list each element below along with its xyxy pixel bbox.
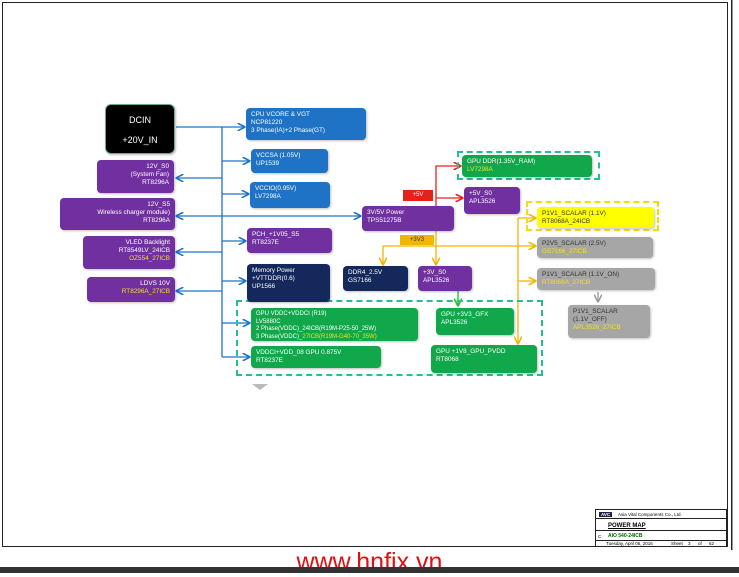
text: 3 Phase(IA)+2 Phase(GT) <box>251 127 326 134</box>
company-name: Asia Vital Components Co., Ltd. <box>618 512 682 517</box>
12v-s0-block: 12V_S0(System Fan)RT8296A <box>97 160 174 193</box>
text: VDDCI+VDD_08 GPU 0.875V <box>256 349 342 356</box>
text: P1V1_SCALAR <box>573 308 618 315</box>
text: P2V5_SCALAR (2.5V) <box>542 240 606 247</box>
drawing-frame <box>2 2 728 547</box>
text: GS7166_27ICB <box>542 248 587 255</box>
text: RT8068 <box>436 356 459 363</box>
text: LV7298A <box>255 193 281 200</box>
text: PCH_+1V05_S5 <box>252 231 300 238</box>
text: 27ICB(R19M-G40-70_35W) <box>302 333 377 340</box>
text: 12V_S0 <box>146 163 169 170</box>
sheet-title: POWER MAP <box>608 523 646 529</box>
scalar-group <box>526 201 659 231</box>
text: NCP81220 <box>251 119 283 126</box>
text: UP1539 <box>256 160 280 167</box>
text: VCCIO(0.95V) <box>255 185 297 192</box>
text: GPU VDDC+VDDCI (R19) <box>256 311 327 317</box>
text: RT8549LV_24ICB <box>118 247 170 254</box>
text: LV7298A <box>467 166 493 173</box>
avc-logo: AVC <box>599 512 613 517</box>
text: (1.1V_OFF) <box>573 316 607 323</box>
text: P1V1_SCALAR (1.1V_ON) <box>542 271 620 278</box>
text: 3 Phase(VDDC)_ <box>256 333 303 340</box>
text: RT8237E <box>256 357 283 364</box>
gpu-ddr-block: GPU DDR(1.35V_RAM)LV7298A <box>462 155 592 177</box>
date: Tuesday, April 05, 2016 <box>606 541 653 546</box>
text: RT8296A <box>143 217 170 224</box>
p2v5-scalar-block: P2V5_SCALAR (2.5V)GS7166_27ICB <box>537 237 653 258</box>
sheet-count: 62 <box>709 541 715 546</box>
3v3-rail-label: +3V3 <box>400 235 434 245</box>
page-marker-triangle <box>252 384 268 390</box>
text: +3V_S0 <box>423 269 446 276</box>
text: RT8296A <box>142 179 169 186</box>
text: (System Fan) <box>130 171 169 178</box>
text: RT8296A_27ICB <box>121 288 170 295</box>
dcin-label: DCIN <box>129 115 151 125</box>
text: GS7166 <box>348 277 372 284</box>
text: VLED Backlight <box>125 239 170 246</box>
gpu-power-group <box>236 300 543 376</box>
sheet-label: Sheet <box>671 541 683 546</box>
bottom-bar <box>0 567 739 573</box>
title-block: AVC Asia Vital Components Co., Ltd. POWE… <box>595 509 727 547</box>
text: RT8068A_27ICB <box>542 279 591 286</box>
text: RT8237E <box>252 239 279 246</box>
of-label: of <box>698 541 702 546</box>
text: CPU VCORE & VGT <box>251 111 310 118</box>
text: VCCSA (1.05V) <box>256 152 301 159</box>
text: APL3526 <box>469 198 496 205</box>
p1v1-scalar-block: P1V1_SCALAR (1.1V)RT8068A_24ICB <box>537 207 654 228</box>
gpu-ddr-group <box>457 151 600 180</box>
text: Wireless charger module) <box>97 209 170 216</box>
dcin-voltage: +20V_IN <box>122 135 158 145</box>
text: GPU +1V8_GPU_PVDD <box>436 348 506 355</box>
text: GPU DDR(1.35V_RAM) <box>467 158 536 165</box>
text: LV5880C <box>256 318 281 325</box>
p1v1-on-block: P1V1_SCALAR (1.1V_ON)RT8068A_27ICB <box>537 268 655 290</box>
text: TPS51275B <box>367 217 402 224</box>
frame-edge <box>731 0 733 550</box>
document-number: AIO 540-24ICB <box>608 533 643 539</box>
text: 3V/5V Power <box>367 209 405 216</box>
text: RT8068A_24ICB <box>542 218 591 225</box>
text: UP1566 <box>252 283 276 290</box>
text: Memory Power <box>252 267 295 274</box>
text: LDVS 10V <box>140 280 170 287</box>
text: OZ554_27ICB <box>129 255 170 262</box>
vccsa-block: VCCSA (1.05V)UP1539 <box>251 149 328 173</box>
size: C <box>598 534 602 539</box>
text: APL3526_27ICB <box>573 324 621 331</box>
memory-power-block: Memory Power+VTTDDR(0.6)UP1566 <box>247 264 330 302</box>
text: APL3526 <box>423 277 450 284</box>
dcin-block: DCIN +20V_IN <box>105 104 175 154</box>
text: +5V_S0 <box>469 190 492 197</box>
5v-rail-label: +5V <box>403 190 433 201</box>
sheet-number: 3 <box>688 541 691 546</box>
text: +VTTDDR(0.6) <box>252 275 295 282</box>
text: APL3526 <box>441 319 468 326</box>
text: 12V_S5 <box>147 201 170 208</box>
p1v1-off-block: P1V1_SCALAR(1.1V_OFF)APL3526_27ICB <box>568 305 650 338</box>
text: GPU +3V3_GFX <box>441 311 489 318</box>
vccio-block: VCCIO(0.95V)LV7298A <box>250 182 330 208</box>
text: DDR4_2.5V <box>348 269 383 276</box>
text: 2 Phase(VDDC)_24ICB(R19M-P25-50_25W) <box>256 326 377 332</box>
text: P1V1_SCALAR (1.1V) <box>542 210 606 217</box>
